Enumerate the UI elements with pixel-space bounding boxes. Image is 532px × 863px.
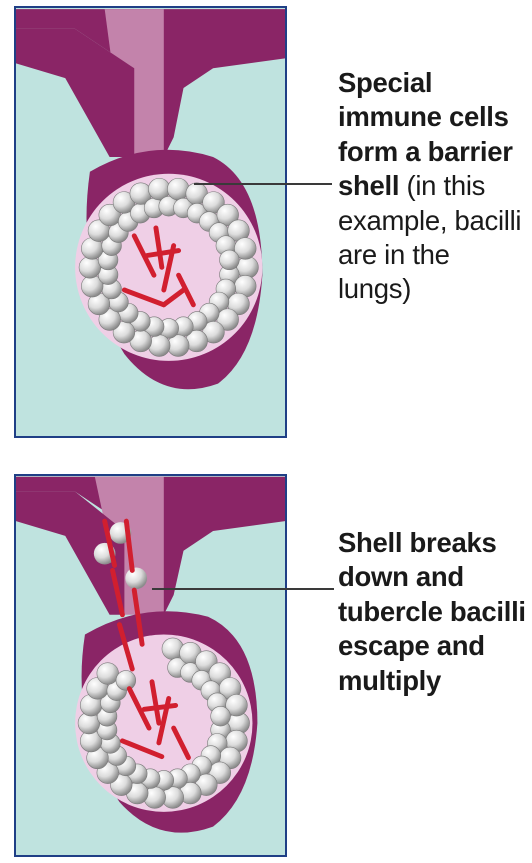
callout-shell-breakdown: Shell breaks down and tubercle bacilli e… xyxy=(338,526,528,698)
immune-cell xyxy=(148,335,170,357)
immune-cell xyxy=(116,671,136,691)
immune-cell xyxy=(220,250,240,270)
callout-barrier-shell: Special immune cells form a barrier shel… xyxy=(338,66,528,307)
callout-2-bold: Shell breaks down and tubercle bacilli e… xyxy=(338,527,526,696)
immune-cell xyxy=(79,256,101,278)
immune-cell xyxy=(167,178,189,200)
shell-breakdown-illustration xyxy=(16,476,285,855)
leader-line-1 xyxy=(194,183,332,185)
immune-cell xyxy=(237,256,259,278)
leader-line-2 xyxy=(152,588,334,590)
immune-cell xyxy=(211,706,231,726)
diagram-panel-shell-breakdown xyxy=(14,474,287,857)
diagram-panel-barrier-shell xyxy=(14,6,287,438)
barrier-shell-illustration xyxy=(16,8,285,436)
immune-cell xyxy=(97,663,119,685)
